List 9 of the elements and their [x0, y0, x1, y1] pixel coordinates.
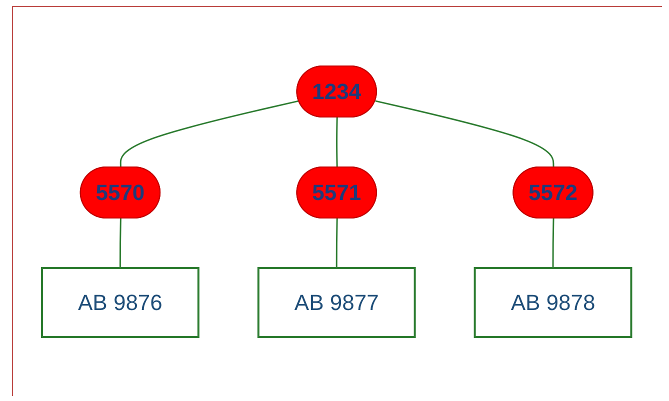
connector	[336, 218, 338, 268]
node-box: AB 9877	[258, 266, 416, 338]
connector	[120, 218, 122, 268]
connector	[336, 116, 338, 168]
node-box: AB 9876	[41, 266, 200, 338]
connector	[552, 218, 555, 268]
connector	[120, 100, 300, 168]
node-box: AB 9878	[474, 266, 633, 338]
connector	[376, 100, 555, 168]
